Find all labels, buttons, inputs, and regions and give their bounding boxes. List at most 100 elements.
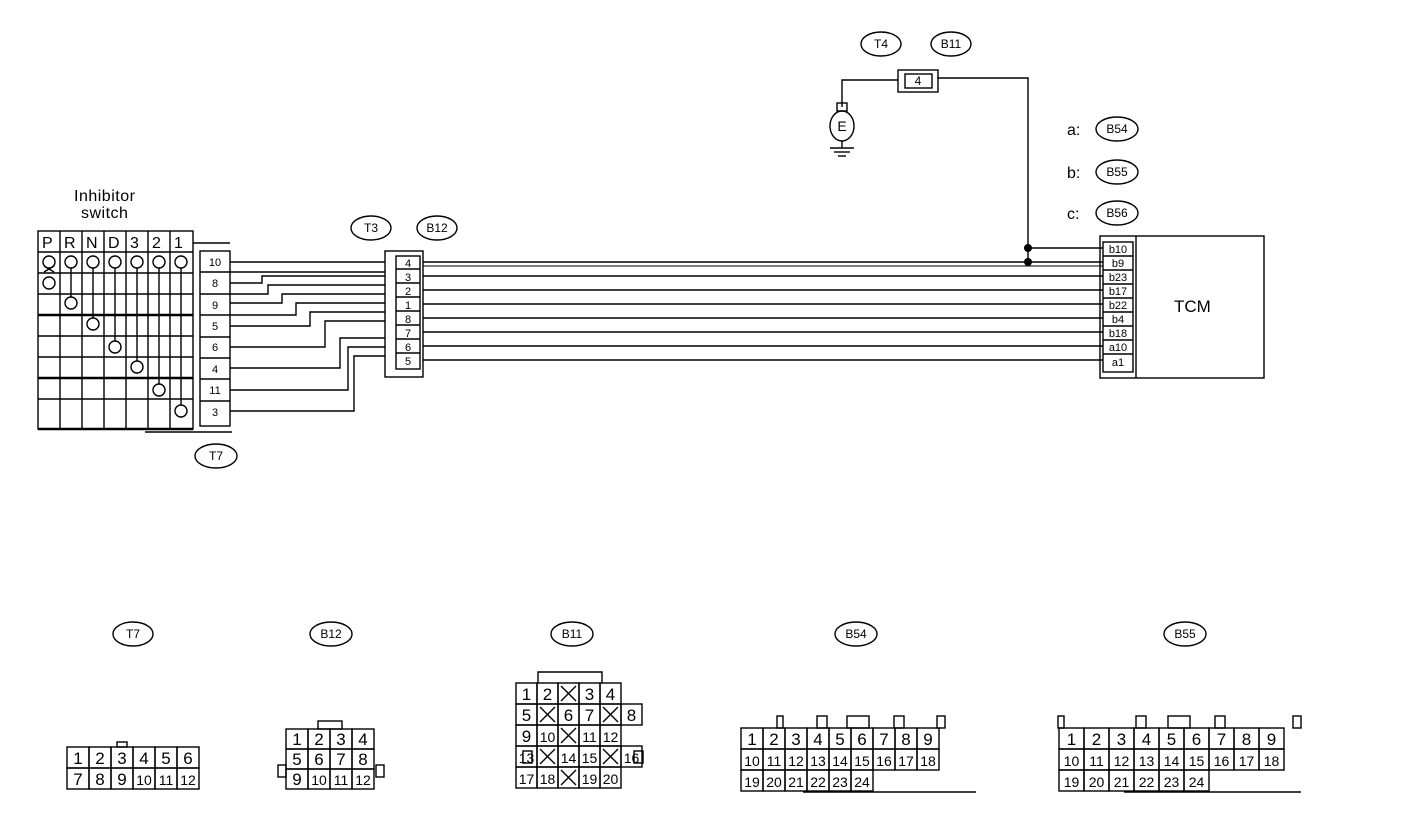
cavity-number: 5	[1167, 730, 1176, 749]
position-label: R	[64, 235, 76, 252]
tcm-pin-label: b4	[1112, 314, 1124, 326]
cavity-number: 4	[1142, 730, 1151, 749]
junction-dots	[1024, 244, 1032, 266]
joint-to-tcm-wires	[423, 247, 1103, 361]
cavity-number: 15	[1189, 753, 1205, 769]
joint-pin-label: 6	[405, 342, 411, 354]
cavity-number: 11	[334, 772, 349, 788]
ref-t3: T3	[364, 221, 378, 235]
legend-key: a:	[1067, 122, 1080, 139]
cavity-number: 22	[1139, 774, 1155, 790]
cavity-number: 9	[292, 770, 301, 789]
joint-pin-label: 3	[405, 272, 411, 284]
cavity-number: 16	[876, 753, 892, 769]
cavity-number: 12	[1114, 753, 1130, 769]
cavity-number: 17	[898, 753, 914, 769]
ref-t7: T7	[209, 449, 223, 463]
cavity-number: 11	[1089, 753, 1104, 769]
tcm-legend-keys: a: b: c:	[1067, 122, 1080, 223]
cavity-number: 20	[766, 774, 782, 790]
tcm-pin-label: b17	[1109, 286, 1127, 298]
position-label: D	[108, 235, 120, 252]
ground-labels: 4 E	[837, 74, 921, 134]
connector-cavity	[916, 748, 940, 771]
connector-cavity	[620, 745, 643, 768]
switch-pin-label: 8	[212, 278, 218, 290]
switch-pin-labels: 10 8 9 5 6 4 11 3	[209, 257, 221, 419]
cavity-number: 3	[117, 749, 126, 768]
cavity-number: 15	[582, 750, 598, 766]
joint-pin-label: 1	[405, 300, 411, 312]
blank-cavity-mark	[602, 706, 619, 723]
cavity-number: 8	[1242, 730, 1251, 749]
switch-pin-label: 10	[209, 257, 221, 269]
cavity-number: 8	[95, 770, 104, 789]
ground-symbol-label: E	[837, 118, 846, 134]
legend-key: c:	[1067, 206, 1079, 223]
cavity-number: 6	[564, 706, 573, 725]
position-label: P	[42, 235, 53, 252]
cavity-number: 11	[582, 729, 597, 745]
cavity-number: 24	[854, 774, 870, 790]
cavity-number: 12	[180, 772, 196, 788]
joint-pin-label: 7	[405, 328, 411, 340]
connector-cavity	[351, 768, 375, 790]
switch-to-joint-wires	[230, 261, 385, 412]
cavity-number: 5	[835, 730, 844, 749]
switch-pin-label: 5	[212, 321, 218, 333]
joint-pin-label: 4	[405, 258, 411, 270]
title-line-2: switch	[80, 205, 129, 222]
cavity-number: 10	[136, 772, 152, 788]
cavity-number: 20	[603, 771, 619, 787]
connector-ref-labels: T4 B11 B54 B55 B56 T3 B12 T7 T7 B12 B11 …	[126, 37, 1196, 641]
connector-cavity	[620, 703, 643, 726]
switch-pin-label: 4	[212, 364, 218, 376]
switch-pin-label: 3	[212, 407, 218, 419]
cavity-number: 4	[358, 730, 367, 749]
joint-pin-labels: 4 3 2 1 8 7 6 5	[405, 258, 411, 368]
tcm-pin-label: a10	[1109, 342, 1127, 354]
cavity-number: 7	[336, 750, 345, 769]
cavity-number: 13	[810, 753, 826, 769]
inhibitor-switch-title: Inhibitor switch	[74, 188, 135, 222]
cavity-number: 4	[606, 685, 615, 704]
switch-pin-label: 6	[212, 342, 218, 354]
cavity-number: 7	[585, 706, 594, 725]
position-label: 2	[152, 235, 161, 252]
cavity-number: 3	[791, 730, 800, 749]
connector-cavity	[1258, 748, 1285, 771]
tcm-label: TCM	[1174, 297, 1211, 316]
ref-bottom-b11: B11	[562, 627, 583, 641]
cavity-number: 7	[73, 770, 82, 789]
cavity-number: 9	[522, 727, 531, 746]
cavity-number: 10	[540, 729, 556, 745]
cavity-number: 13	[1139, 753, 1155, 769]
joint-connector	[384, 250, 424, 378]
cavity-number: 8	[901, 730, 910, 749]
tcm-box	[1099, 235, 1265, 379]
cavity-number: 1	[522, 685, 531, 704]
tcm-pin-label: b9	[1112, 258, 1124, 270]
cavity-number: 2	[314, 730, 323, 749]
cavity-number: 9	[117, 770, 126, 789]
cavity-number: 6	[1192, 730, 1201, 749]
cavity-number: 12	[355, 772, 371, 788]
switch-pin-column	[145, 242, 232, 433]
ref-b54: B54	[1106, 122, 1128, 136]
ref-b56: B56	[1106, 206, 1128, 220]
cavity-number: 2	[95, 749, 104, 768]
ref-bottom-b54: B54	[845, 627, 867, 641]
cavity-number: 10	[1064, 753, 1080, 769]
connector-cavity	[1183, 769, 1210, 792]
cavity-number: 3	[585, 685, 594, 704]
t7-housing	[116, 741, 128, 748]
cavity-number: 3	[1117, 730, 1126, 749]
cavity-number: 14	[561, 750, 577, 766]
cavity-number: 14	[1164, 753, 1180, 769]
tcm-pin-label: a1	[1112, 357, 1124, 369]
cavity-number: 21	[1114, 774, 1130, 790]
